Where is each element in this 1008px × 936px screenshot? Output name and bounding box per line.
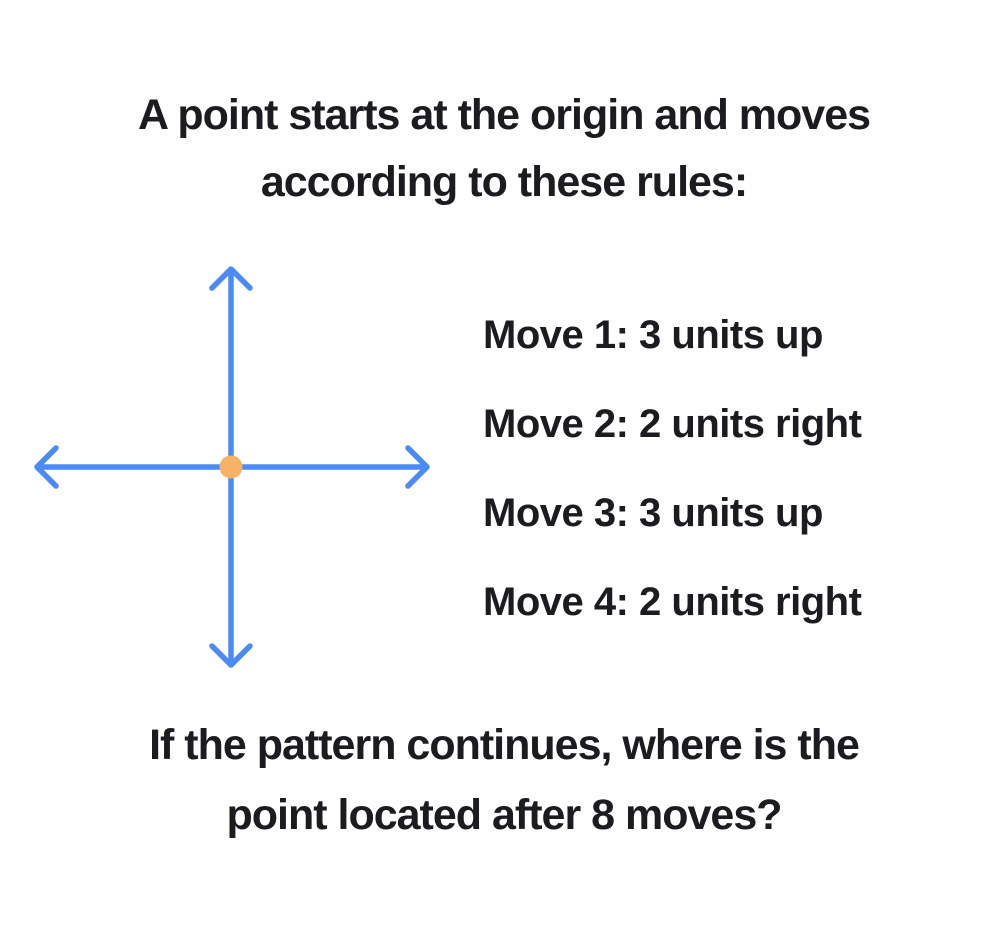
question-line2: point located after 8 moves? <box>226 791 782 839</box>
move-rule-4: Move 4: 2 units right <box>483 580 862 624</box>
left-arrowhead-icon <box>34 445 59 489</box>
moves-list: Move 1: 3 units up Move 2: 2 units right… <box>483 291 862 647</box>
question-line1: If the pattern continues, where is the <box>149 721 860 769</box>
problem-statement-line1: A point starts at the origin and moves <box>137 91 871 139</box>
origin-dot <box>219 455 243 479</box>
problem-statement-line2: according to these rules: <box>260 158 748 206</box>
axes-svg <box>34 266 430 668</box>
move-rule-3: Move 3: 3 units up <box>483 491 823 535</box>
up-arrowhead-icon <box>209 266 253 291</box>
problem-statement: A point starts at the origin and moves a… <box>0 82 1008 216</box>
down-arrowhead-icon <box>209 643 253 668</box>
question: If the pattern continues, where is the p… <box>0 710 1008 850</box>
right-arrowhead-icon <box>405 445 430 489</box>
move-rule-1: Move 1: 3 units up <box>483 313 823 357</box>
move-rule-2: Move 2: 2 units right <box>483 402 862 446</box>
coordinate-axes-diagram <box>17 250 437 670</box>
